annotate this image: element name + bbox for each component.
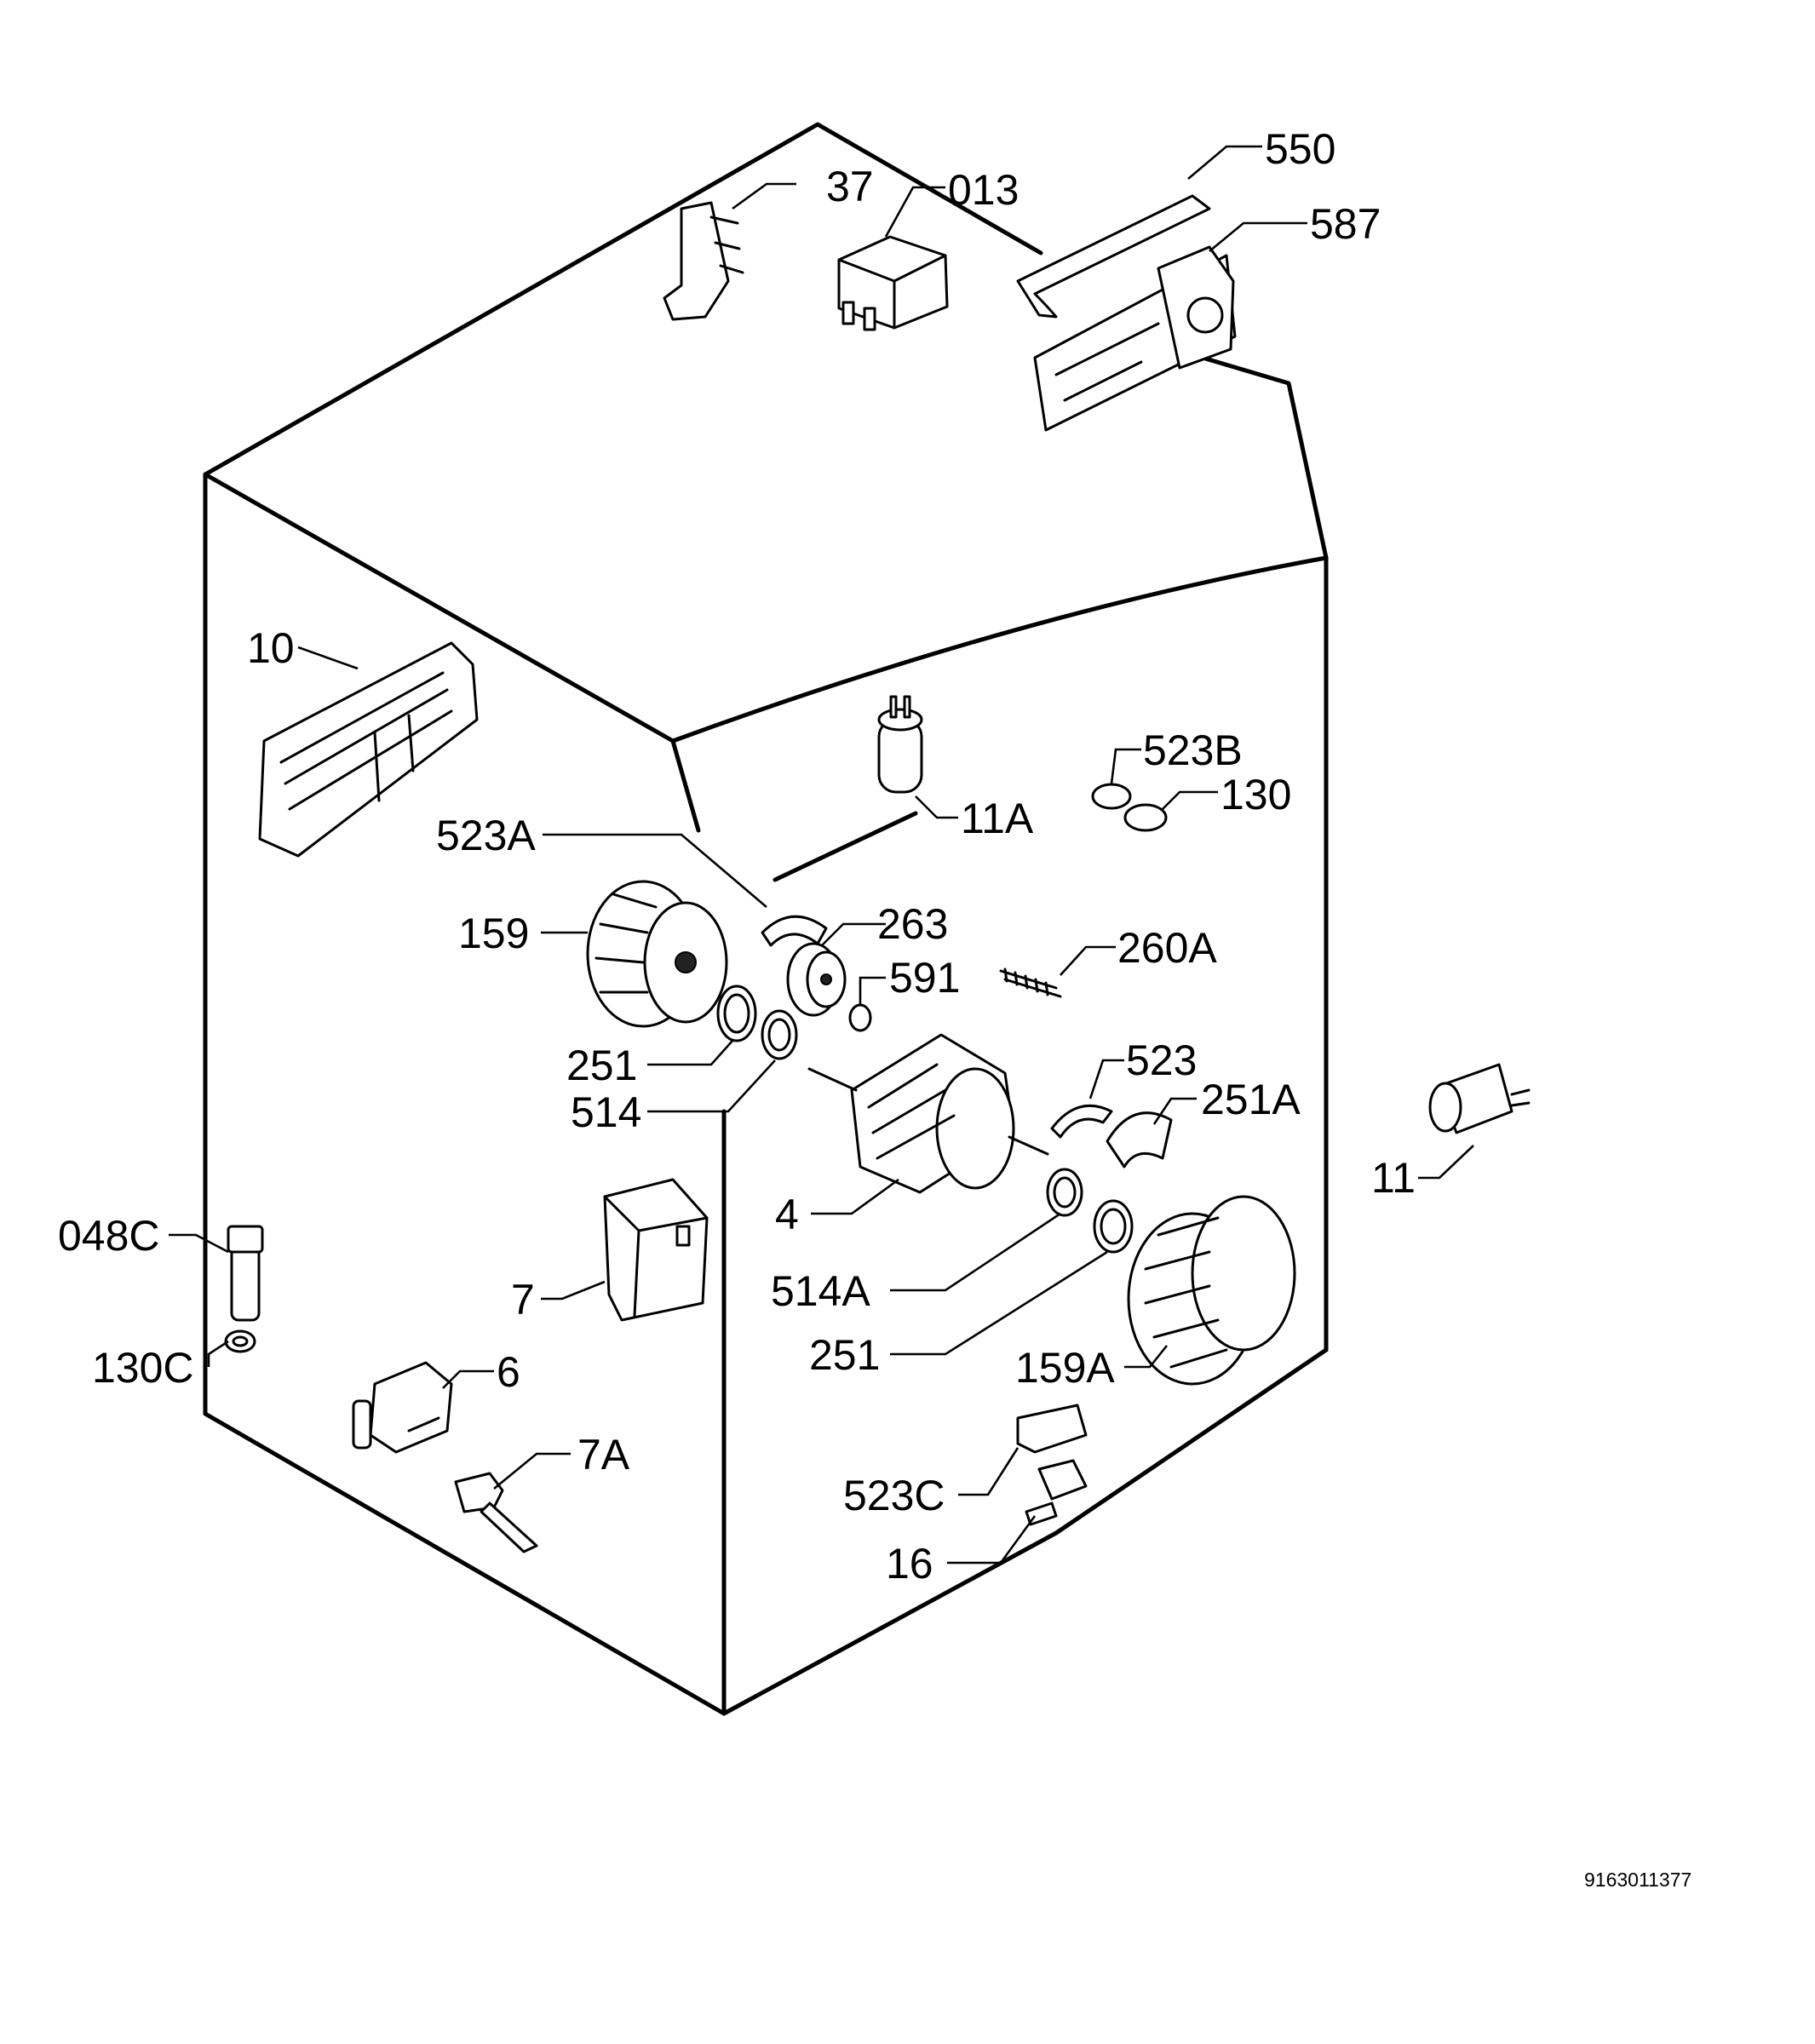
- part-523B-clamp: [1091, 783, 1132, 810]
- part-013-relay: [837, 235, 949, 331]
- part-523A-clamp: [761, 915, 828, 947]
- document-number: 9163011377: [1584, 1869, 1692, 1891]
- label-10: 10: [247, 624, 295, 672]
- part-251-bearing-bottom: [1093, 1199, 1134, 1254]
- label-523B: 523B: [1143, 726, 1243, 774]
- part-7-door-switch: [603, 1178, 709, 1322]
- label-4: 4: [775, 1191, 799, 1238]
- part-159A-fan: [1127, 1195, 1296, 1386]
- part-048C-filter: [227, 1225, 264, 1322]
- label-251A: 251A: [1201, 1076, 1301, 1123]
- part-16-switch: [1025, 1459, 1088, 1526]
- label-37: 37: [826, 163, 874, 210]
- label-260A: 260A: [1117, 924, 1217, 972]
- part-11-capacitor: [1428, 1063, 1531, 1134]
- part-514A-bearing: [1046, 1168, 1083, 1217]
- label-523C: 523C: [843, 1472, 945, 1519]
- part-587-control-board: [1033, 245, 1237, 432]
- part-labels: 37 013 550 587 10 11A 523B 130 523A 159 …: [58, 125, 1416, 1588]
- label-11: 11: [1371, 1154, 1416, 1202]
- label-11A: 11A: [961, 795, 1034, 842]
- label-048C: 048C: [58, 1212, 160, 1260]
- label-251-bottom: 251: [809, 1331, 880, 1379]
- part-11A-capacitor: [877, 695, 923, 794]
- part-159-pulley: [586, 880, 728, 1028]
- label-523: 523: [1126, 1036, 1197, 1084]
- label-013: 013: [948, 166, 1019, 214]
- part-591-washer: [848, 1003, 872, 1032]
- label-7: 7: [511, 1276, 535, 1323]
- label-251-top: 251: [566, 1042, 637, 1089]
- part-4-motor: [807, 1033, 1049, 1194]
- part-251-bearing-top: [716, 985, 757, 1042]
- part-251A-cover: [1106, 1111, 1173, 1168]
- label-587: 587: [1310, 200, 1381, 248]
- part-514-bearing: [761, 1009, 798, 1060]
- leader-lines: [169, 145, 1474, 1565]
- label-159: 159: [458, 910, 529, 957]
- label-16: 16: [886, 1540, 933, 1588]
- part-523-clamp: [1050, 1104, 1113, 1139]
- part-263-idler: [786, 942, 847, 1017]
- part-6-pump: [352, 1361, 453, 1454]
- label-550: 550: [1265, 125, 1335, 173]
- part-130C-grommet: [224, 1329, 256, 1353]
- part-523C-bracket: [1016, 1404, 1088, 1454]
- label-591: 591: [889, 954, 960, 1002]
- part-7A-microswitch: [454, 1472, 538, 1553]
- part-130-gasket: [1123, 803, 1168, 832]
- label-7A: 7A: [577, 1431, 630, 1478]
- part-37-bracket: [663, 201, 744, 321]
- label-159A: 159A: [1015, 1344, 1115, 1392]
- label-130C: 130C: [92, 1344, 194, 1392]
- part-550-cover: [1016, 194, 1211, 319]
- label-263: 263: [877, 900, 948, 948]
- label-514A: 514A: [771, 1267, 870, 1315]
- label-514: 514: [571, 1088, 641, 1136]
- label-523A: 523A: [436, 812, 536, 859]
- label-6: 6: [497, 1348, 520, 1396]
- label-130: 130: [1221, 771, 1291, 818]
- cabinet-outline: [203, 122, 1329, 1716]
- part-10-heater: [258, 641, 479, 858]
- part-260A-spring: [999, 967, 1062, 998]
